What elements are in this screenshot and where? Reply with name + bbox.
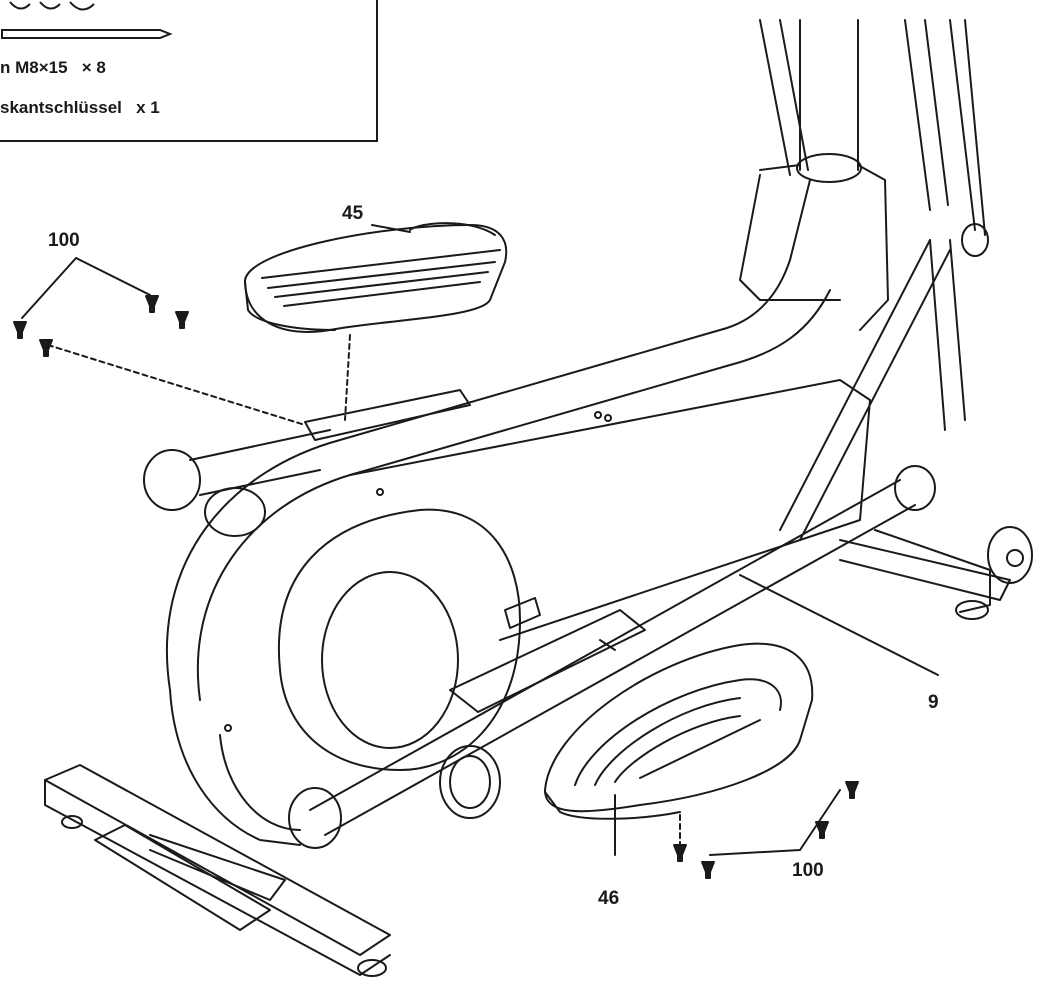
pedal-arm-9 xyxy=(288,239,951,849)
pedal-45 xyxy=(244,222,508,333)
leader-lines xyxy=(21,224,939,856)
callout-100-top: 100 xyxy=(48,230,80,251)
screws-100 xyxy=(13,295,859,879)
pedal-bracket-upper xyxy=(304,389,471,441)
main-frame xyxy=(165,179,871,846)
transport-wheel xyxy=(439,745,501,819)
flywheel-hub xyxy=(321,571,459,749)
handlebar-arms xyxy=(759,19,989,431)
front-stabilizer xyxy=(44,764,391,977)
console-mast xyxy=(739,19,889,331)
hex-nut-icon xyxy=(9,1,95,11)
parts-box: n M8×15 × 8 skantschlüssel x 1 xyxy=(0,0,378,142)
callout-45: 45 xyxy=(342,203,364,224)
callout-9: 9 xyxy=(928,692,939,713)
part-name: n M8×15 xyxy=(0,58,68,77)
part-line-bolt: n M8×15 × 8 xyxy=(0,58,106,78)
pedal-bracket-lower xyxy=(449,609,646,713)
flywheel-cover xyxy=(277,508,521,771)
pedal-46 xyxy=(544,642,814,820)
part-name: skantschlüssel xyxy=(0,98,122,117)
part-qty: x 1 xyxy=(136,98,160,117)
part-line-key: skantschlüssel x 1 xyxy=(0,98,160,118)
callout-46: 46 xyxy=(598,888,620,909)
allen-key-icon xyxy=(1,29,173,39)
parts-box-icons xyxy=(1,1,173,39)
part-qty: × 8 xyxy=(81,58,106,77)
rear-stabilizer xyxy=(839,526,1033,620)
callout-100-bottom: 100 xyxy=(792,860,824,881)
rear-axle xyxy=(143,429,331,537)
